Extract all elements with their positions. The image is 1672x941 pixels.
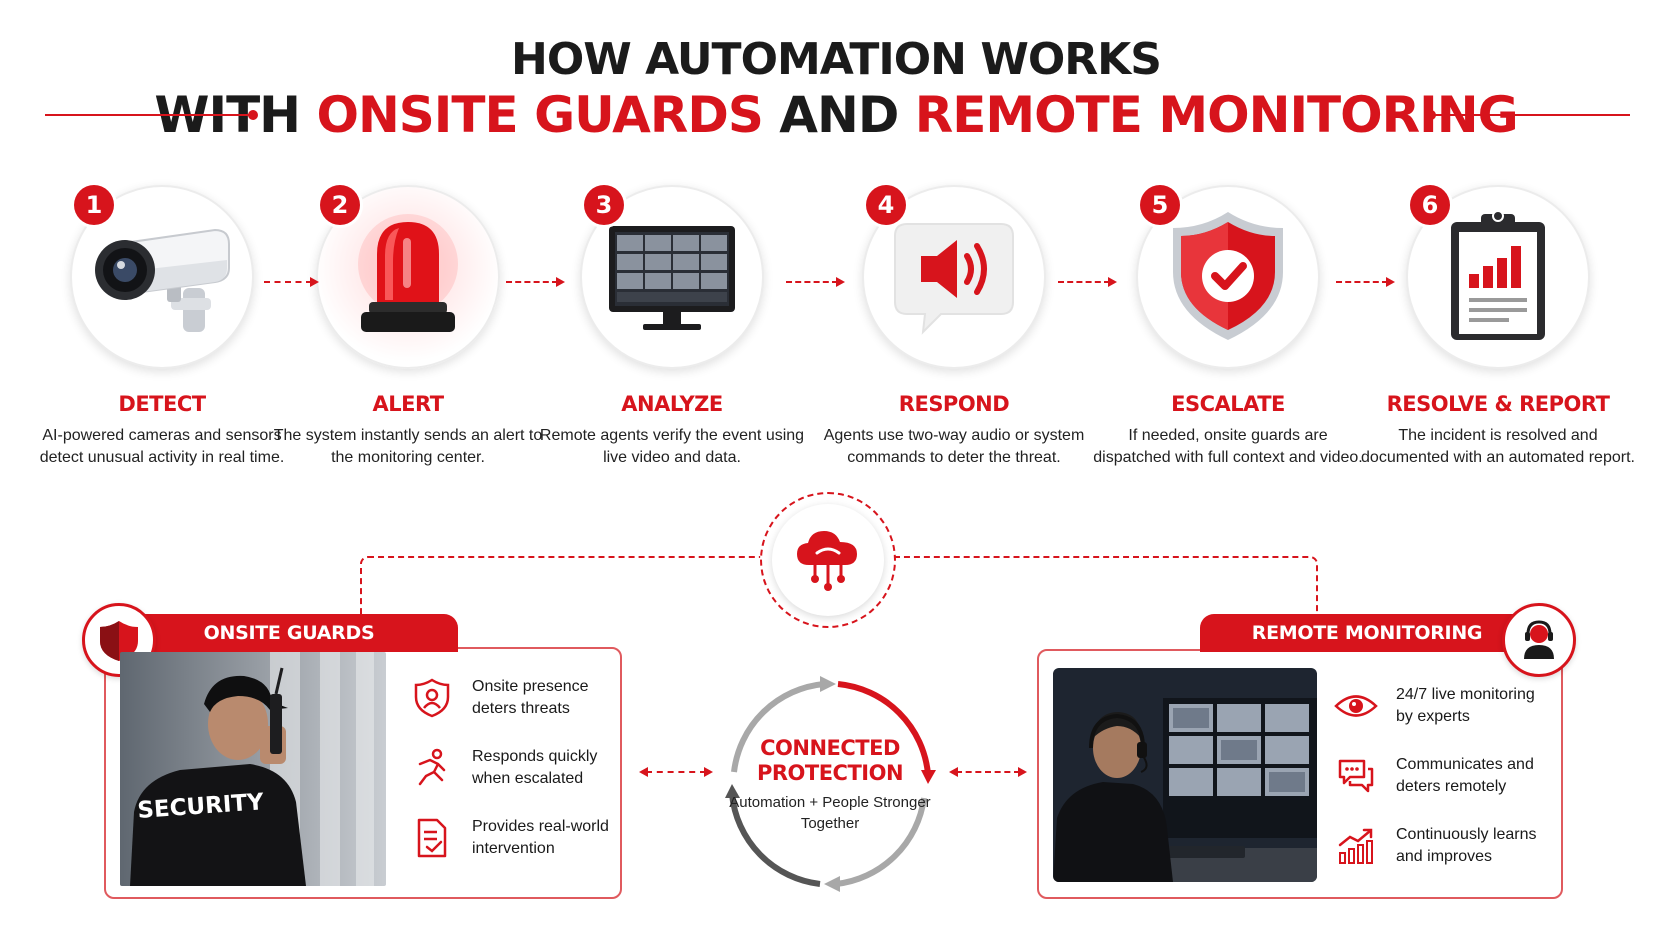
speaker-icon — [894, 223, 1014, 335]
cloud-network-icon — [797, 531, 857, 591]
growth-chart-icon — [1334, 824, 1378, 868]
shield-check-icon — [1173, 212, 1283, 340]
step-arrow — [1336, 277, 1395, 287]
document-check-icon — [410, 816, 454, 860]
onsite-feature-text: Onsite presence deters threats — [472, 678, 589, 717]
step-icon-circle — [862, 185, 1046, 369]
step-description: Remote agents verify the event using liv… — [539, 427, 805, 466]
shield-icon — [100, 621, 138, 661]
security-camera-icon — [95, 228, 230, 332]
onsite-feature-item: Onsite presence deters threats — [410, 676, 622, 720]
step-title: ESCALATE — [1171, 392, 1285, 416]
step-number: 1 — [74, 185, 114, 225]
title-rule-left — [45, 114, 252, 116]
step-icon-circle — [580, 185, 764, 369]
remote-badge — [1502, 603, 1576, 677]
title-rule-right — [1430, 114, 1630, 116]
step-arrow — [506, 277, 565, 287]
title-line-2: WITH ONSITE GUARDS AND REMOTE MONITORING — [0, 86, 1672, 144]
step-description: AI-powered cameras and sensors detect un… — [39, 427, 285, 466]
step-icon-circle — [1406, 185, 1590, 369]
chat-icon — [1334, 754, 1378, 798]
step-title: DETECT — [118, 392, 206, 416]
remote-feature-text: Continuously learns and improves — [1396, 826, 1537, 865]
clipboard-report-icon — [1451, 210, 1545, 340]
step-description: If needed, onsite guards are dispatched … — [1093, 427, 1363, 466]
step-arrow — [1058, 277, 1117, 287]
shield-person-icon — [410, 676, 454, 720]
connector-line-left — [360, 556, 762, 614]
remote-feature-item: 24/7 live monitoring by experts — [1334, 684, 1546, 728]
step-title: RESOLVE & REPORT — [1386, 392, 1610, 416]
remote-feature-item: Communicates and deters remotely — [1334, 754, 1546, 798]
cycle-arrows-icon — [725, 676, 936, 892]
siren-icon — [358, 214, 458, 332]
step-title: RESPOND — [898, 392, 1010, 416]
step-number: 4 — [866, 185, 906, 225]
step-icon-circle — [316, 185, 500, 369]
title-rule-dot-left — [248, 110, 258, 120]
step-title: ANALYZE — [621, 392, 723, 416]
onsite-feature-item: Responds quickly when escalated — [410, 746, 622, 790]
title-line-1: HOW AUTOMATION WORKS — [511, 34, 1162, 85]
security-guard-photo: SECURITY — [120, 652, 386, 886]
step-title: ALERT — [372, 392, 444, 416]
step-description: The incident is resolved and documented … — [1361, 427, 1635, 466]
remote-operator-photo — [1053, 668, 1317, 882]
step-description: Agents use two-way audio or system comma… — [823, 427, 1085, 466]
remote-feature-text: 24/7 live monitoring by experts — [1396, 686, 1535, 725]
title-remote-monitoring: REMOTE MONITORING — [914, 86, 1519, 144]
step-arrow — [264, 277, 319, 287]
title-onsite-guards: ONSITE GUARDS — [316, 86, 763, 144]
remote-monitoring-tab: REMOTE MONITORING — [1200, 614, 1534, 652]
title-and: AND — [762, 86, 915, 144]
operator-headset-icon — [1524, 620, 1554, 659]
step-arrow — [786, 277, 845, 287]
connected-protection-title: CONNECTED PROTECTION — [756, 736, 904, 785]
connected-protection-subtitle: Automation + People Stronger Together — [729, 794, 931, 832]
step-number: 6 — [1410, 185, 1450, 225]
double-arrow-right — [949, 767, 1027, 777]
monitor-icon — [609, 226, 735, 330]
step-description: The system instantly sends an alert to t… — [273, 427, 543, 466]
onsite-feature-text: Responds quickly when escalated — [472, 748, 598, 787]
onsite-feature-item: Provides real-world intervention — [410, 816, 622, 860]
cloud-hub — [760, 492, 896, 628]
remote-feature-text: Communicates and deters remotely — [1396, 756, 1534, 795]
onsite-feature-text: Provides real-world intervention — [472, 818, 609, 857]
eye-icon — [1334, 684, 1378, 728]
onsite-guards-tab: ONSITE GUARDS — [120, 614, 458, 652]
running-person-icon — [410, 746, 454, 790]
connector-line-right — [894, 556, 1318, 614]
remote-feature-item: Continuously learns and improves — [1334, 824, 1546, 868]
step-number: 5 — [1140, 185, 1180, 225]
step-number: 3 — [584, 185, 624, 225]
double-arrow-left — [639, 767, 713, 777]
step-number: 2 — [320, 185, 360, 225]
